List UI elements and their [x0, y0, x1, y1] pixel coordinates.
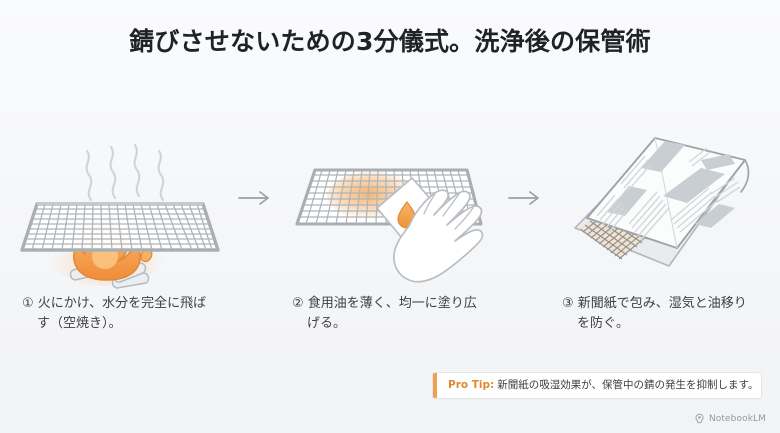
grill-over-fire-icon [11, 108, 229, 289]
arrow-right-icon [238, 191, 269, 205]
folded-newspaper [586, 137, 750, 249]
pro-tip-text-wrap: Pro Tip: 新聞紙の吸湿効果が、保管中の錆の発生を抑制します。 [437, 373, 761, 398]
step-arrow-1 [229, 108, 281, 288]
notebooklm-brand-label: NotebookLM [708, 413, 766, 424]
pro-tip-body: 新聞紙の吸湿効果が、保管中の錆の発生を抑制します。 [497, 379, 759, 392]
step-1-caption: ① 火にかけ、水分を完全に飛ばす（空焼き）。 [22, 296, 207, 332]
hand [393, 189, 484, 283]
step-3-caption: ③ 新聞紙で包み、湿気と油移りを防ぐ。 [562, 296, 747, 332]
pro-tip-callout: Pro Tip: 新聞紙の吸湿効果が、保管中の錆の発生を抑制します。 [432, 372, 762, 399]
newspaper-text-lines [596, 147, 741, 241]
pro-tip-label: Pro Tip: [448, 379, 495, 392]
step-1: ① 火にかけ、水分を完全に飛ばす（空焼き）。 [11, 108, 229, 334]
step-arrow-2 [499, 108, 551, 288]
step-3: ③ 新聞紙で包み、湿気と油移りを防ぐ。 [551, 108, 769, 334]
page-title: 錆びさせないための3分儀式。洗浄後の保管術 [129, 27, 651, 56]
steam-wisps [85, 143, 165, 202]
notebooklm-logo-icon [695, 413, 704, 424]
newspaper-wrapped-grill-icon [551, 108, 769, 288]
pro-tip-accent-bar [433, 373, 437, 398]
step-2: ② 食用油を薄く、均一に塗り広げる。 [281, 108, 499, 334]
arrow-right-icon [508, 191, 539, 205]
step-2-caption: ② 食用油を薄く、均一に塗り広げる。 [292, 296, 477, 332]
steps-row: ① 火にかけ、水分を完全に飛ばす（空焼き）。 [0, 108, 780, 348]
wire-grill-mesh [20, 202, 220, 252]
notebooklm-brand: NotebookLM [694, 413, 766, 424]
hand-wiping-oil-icon [281, 108, 499, 288]
